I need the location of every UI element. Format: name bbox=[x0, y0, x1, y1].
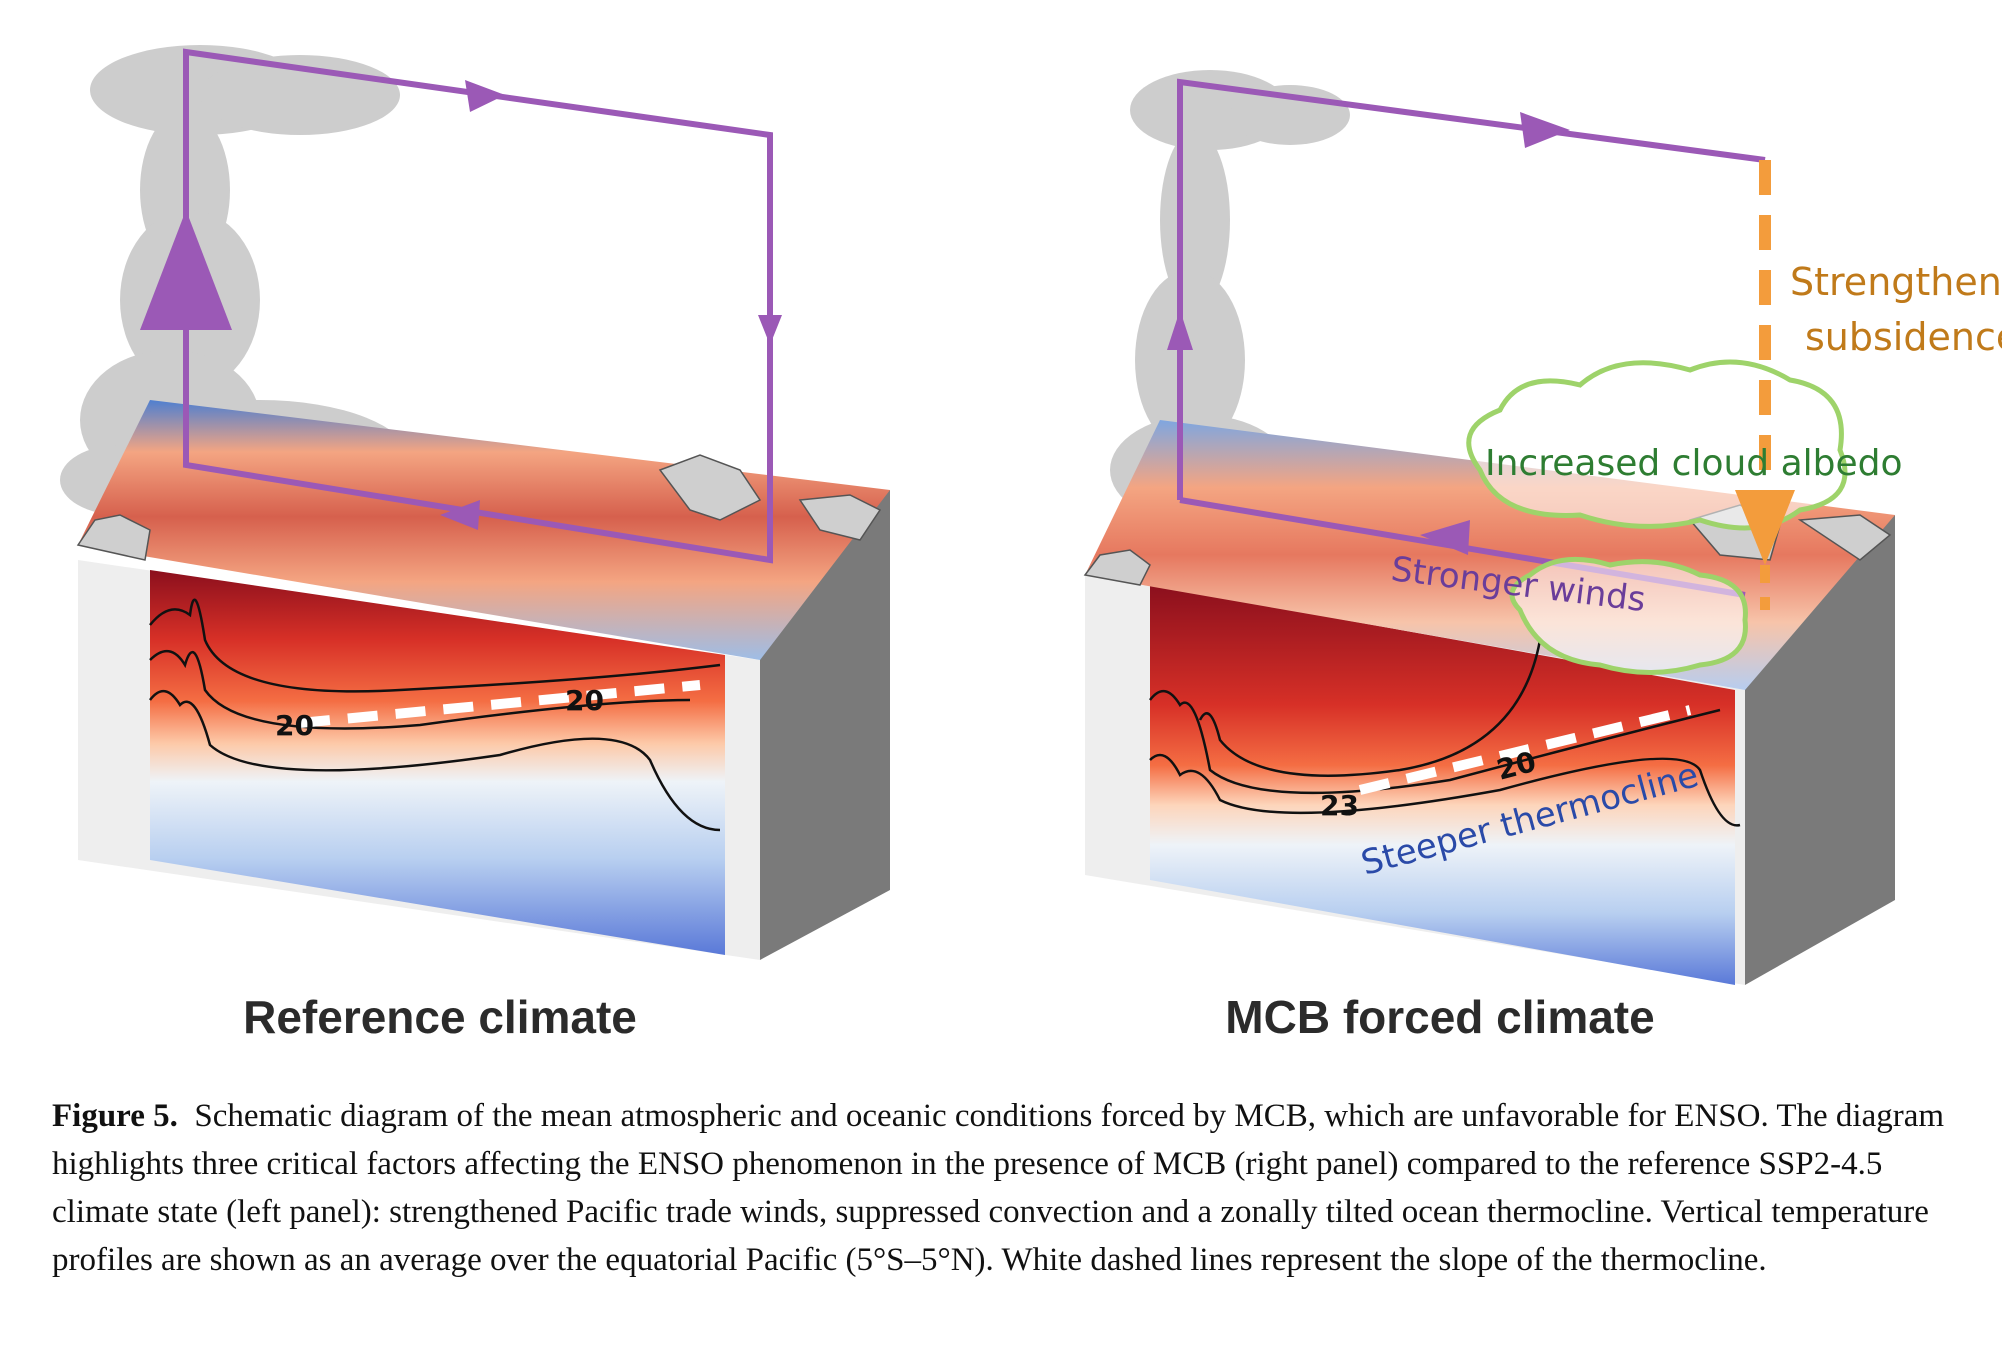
subsidence-arrow bbox=[1735, 490, 1795, 565]
subsidence-label-line1: Strengthened bbox=[1790, 260, 2002, 304]
cloud-albedo-label: Increased cloud albedo bbox=[1485, 443, 1903, 484]
rising-arrow-left bbox=[140, 210, 232, 330]
caption-text: Schematic diagram of the mean atmospheri… bbox=[52, 1098, 1945, 1278]
thermocline-slope-right bbox=[1358, 705, 1692, 795]
panel-title-left: Reference climate bbox=[243, 991, 637, 1043]
thermocline-slope-left bbox=[299, 680, 701, 728]
caption-label: Figure 5. bbox=[52, 1098, 178, 1134]
cloud-albedo-outline bbox=[1466, 359, 1848, 675]
figure-caption: Figure 5. Schematic diagram of the mean … bbox=[52, 1092, 1972, 1284]
left-panel: 20 20 bbox=[60, 45, 890, 960]
arrow-top-left bbox=[465, 80, 505, 112]
right-panel: 23 20 Strengthened subsidence Increased … bbox=[1083, 70, 2002, 985]
sea-surface-left bbox=[78, 400, 890, 660]
arrow-down-left bbox=[758, 315, 782, 345]
panel-title-right: MCB forced climate bbox=[1225, 991, 1655, 1043]
isotherms-left bbox=[149, 598, 721, 832]
continents-left bbox=[76, 454, 882, 561]
contour-label-right-1: 23 bbox=[1320, 789, 1359, 822]
rising-arrow-right bbox=[1167, 310, 1193, 350]
isotherms-right bbox=[1149, 639, 1741, 827]
ocean-section-right bbox=[1150, 585, 1735, 985]
arrow-top-right bbox=[1520, 112, 1570, 148]
arrow-bottom-right bbox=[1420, 520, 1470, 555]
subsidence-label-line2: subsidence bbox=[1805, 315, 2002, 359]
contour-label-left-2: 20 bbox=[565, 684, 604, 717]
figure-5-schematic: 20 20 bbox=[60, 45, 2002, 985]
contour-label-left-1: 20 bbox=[275, 709, 314, 742]
arrow-bottom-left bbox=[440, 500, 480, 530]
